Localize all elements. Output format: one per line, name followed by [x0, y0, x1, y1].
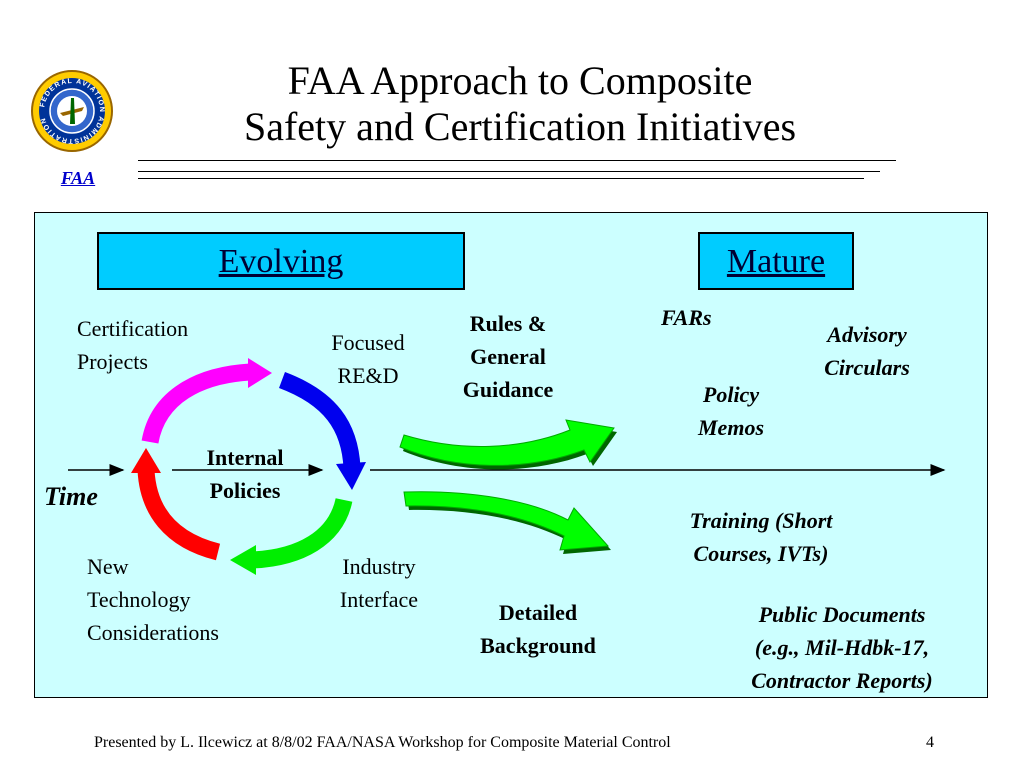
label-internal-policies: Internal Policies [186, 441, 304, 507]
flow-arrow-upper [399, 419, 617, 470]
cycle-arc-red [131, 448, 221, 561]
internal-line-2: Policies [209, 478, 281, 503]
industry-line-2: Interface [339, 587, 419, 612]
rules-line-3: Guidance [462, 377, 554, 402]
new-tech-line-2: Technology [87, 587, 191, 612]
title-line-2: Safety and Certification Initiatives [243, 104, 797, 149]
certification-line-1: Certification [77, 316, 189, 341]
title-rule-2 [138, 171, 880, 172]
cycle-arc-magenta [141, 358, 272, 444]
training-line-1: Training (Short [689, 508, 833, 533]
rules-line-2: General [470, 344, 546, 369]
cycle-arc-blue [278, 372, 366, 490]
certification-line-2: Projects [77, 349, 148, 374]
footer-page-number: 4 [926, 734, 934, 751]
detailed-line-1: Detailed [498, 600, 578, 625]
public-line-3: Contractor Reports) [751, 668, 933, 693]
public-line-2: (e.g., Mil-Hdbk-17, [754, 635, 930, 660]
advisory-line-1: Advisory [827, 322, 907, 347]
label-focused-red: Focused RE&D [310, 326, 426, 392]
label-training: Training (Short Courses, IVTs) [652, 504, 870, 570]
policy-line-2: Memos [698, 415, 764, 440]
title-rule-3 [138, 178, 864, 179]
title-rule-1 [138, 160, 896, 161]
advisory-line-2: Circulars [824, 355, 910, 380]
rules-line-1: Rules & [469, 311, 547, 336]
label-detailed-background: Detailed Background [455, 596, 621, 662]
cycle-arc-green [230, 497, 353, 575]
title-line-1: FAA Approach to Composite [287, 58, 753, 103]
industry-line-1: Industry [342, 554, 416, 579]
faa-logo-label: FAA [60, 168, 96, 188]
flow-arrow-lower [403, 491, 611, 554]
policy-line-1: Policy [702, 382, 760, 407]
label-rules-general-guidance: Rules & General Guidance [440, 307, 576, 406]
internal-line-1: Internal [206, 445, 284, 470]
label-new-technology: New Technology Considerations [87, 550, 219, 649]
detailed-line-2: Background [480, 633, 596, 658]
mature-header: Mature [698, 232, 854, 290]
public-line-1: Public Documents [758, 602, 926, 627]
new-tech-line-1: New [87, 554, 129, 579]
label-time: Time [44, 482, 98, 511]
focused-line-2: RE&D [337, 363, 399, 388]
slide-title: FAA Approach to Composite Safety and Cer… [140, 58, 900, 150]
evolving-header: Evolving [97, 232, 465, 290]
new-tech-line-3: Considerations [87, 620, 219, 645]
footer-presented-by: Presented by L. Ilcewicz at 8/8/02 FAA/N… [94, 734, 671, 751]
label-fars: FARs [661, 305, 712, 330]
label-policy-memos: Policy Memos [676, 378, 786, 444]
label-certification-projects: Certification Projects [77, 312, 188, 378]
training-line-2: Courses, IVTs) [693, 541, 829, 566]
label-industry-interface: Industry Interface [320, 550, 438, 616]
label-advisory-circulars: Advisory Circulars [800, 318, 934, 384]
focused-line-1: Focused [331, 330, 405, 355]
label-public-documents: Public Documents (e.g., Mil-Hdbk-17, Con… [716, 598, 968, 697]
